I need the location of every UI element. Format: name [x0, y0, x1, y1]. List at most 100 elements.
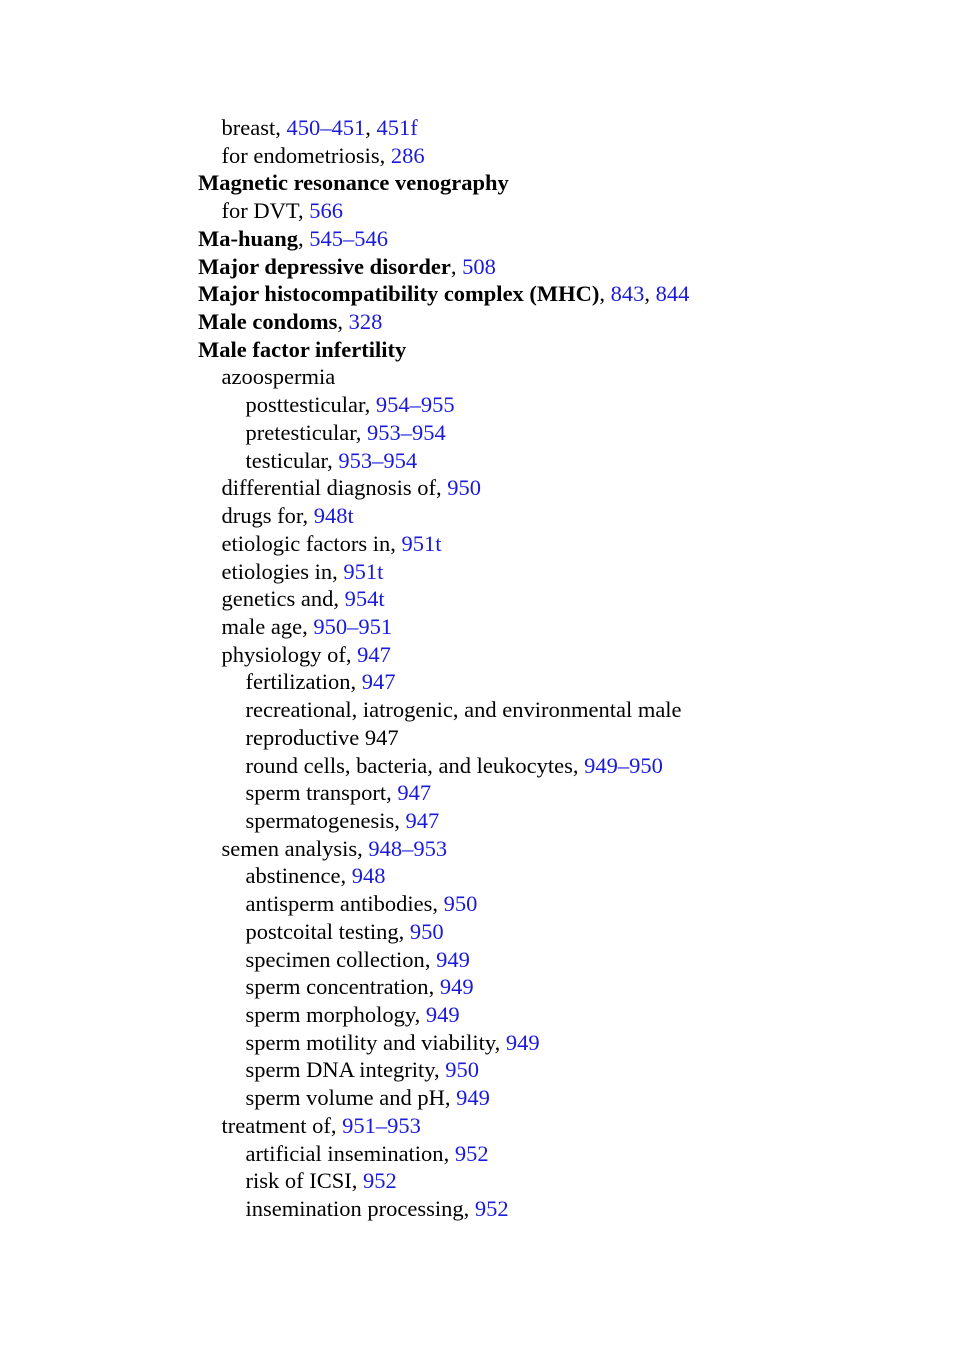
- page-reference-link[interactable]: 947: [397, 780, 432, 806]
- ref-separator: ,: [463, 1196, 475, 1222]
- index-term: sperm volume and pH: [245, 1085, 445, 1111]
- ref-separator: ,: [340, 863, 352, 889]
- ref-separator: ,: [398, 918, 410, 944]
- index-term: azoospermia: [221, 364, 336, 390]
- index-term: etiologic factors in: [221, 530, 391, 556]
- page-reference-link[interactable]: 951–953: [342, 1112, 421, 1138]
- index-subentry: specimen collection, 949: [198, 946, 918, 974]
- page-reference-link[interactable]: 450–451: [286, 115, 366, 140]
- ref-separator: ,: [599, 281, 611, 307]
- page-reference-link[interactable]: 949: [436, 946, 470, 972]
- page-reference-link[interactable]: 949–950: [584, 752, 663, 778]
- page-reference-link[interactable]: 953–954: [338, 447, 418, 473]
- index-subentry: sperm volume and pH, 949: [198, 1084, 918, 1112]
- page-reference-link[interactable]: 286: [390, 142, 425, 168]
- index-subentry: pretesticular, 953–954: [198, 419, 918, 447]
- index-subentry: sperm morphology, 949: [198, 1001, 918, 1029]
- ref-separator: ,: [275, 115, 287, 140]
- index-subentry: round cells, bacteria, and leukocytes, 9…: [198, 752, 918, 780]
- index-term: Magnetic resonance venography: [198, 170, 509, 196]
- index-subentry: breast, 450–451, 451f: [198, 114, 918, 142]
- ref-separator: ,: [428, 974, 440, 1000]
- index-term: sperm concentration: [245, 974, 429, 1000]
- index-term: breast: [221, 115, 276, 140]
- page-reference-link[interactable]: 952: [474, 1196, 509, 1222]
- index-term: genetics and: [221, 586, 334, 612]
- index-term: risk of ICSI: [245, 1168, 352, 1194]
- index-subentry: drugs for, 948t: [198, 502, 918, 530]
- ref-separator: ,: [337, 309, 349, 335]
- ref-separator: ,: [434, 1057, 446, 1083]
- page-reference-link[interactable]: 949: [425, 1002, 460, 1027]
- page-reference-link[interactable]: 950: [445, 1057, 480, 1083]
- index-term: artificial insemination: [245, 1140, 444, 1166]
- index-subentry: sperm DNA integrity, 950: [198, 1056, 918, 1084]
- ref-separator: ,: [332, 558, 344, 584]
- index-subentry: recreational, iatrogenic, and environmen…: [198, 696, 918, 724]
- page-reference-link[interactable]: 948t: [313, 503, 354, 529]
- ref-separator: ,: [364, 392, 376, 418]
- page-reference-link[interactable]: 949: [505, 1029, 540, 1055]
- index-term: antisperm antibodies: [245, 891, 433, 917]
- ref-separator: ,: [572, 752, 585, 778]
- page-reference-link[interactable]: 949: [439, 974, 474, 1000]
- page-reference-link[interactable]: 950: [409, 918, 444, 944]
- index-term: testicular: [245, 447, 328, 473]
- page-reference-link[interactable]: 954t: [344, 586, 385, 612]
- page-reference-link[interactable]: 949: [456, 1085, 490, 1111]
- page-reference-link[interactable]: 545–546: [309, 225, 389, 251]
- page-reference-link[interactable]: 947: [405, 807, 440, 833]
- index-term: pretesticular: [245, 419, 356, 445]
- index-term: round cells, bacteria, and leukocytes: [245, 752, 573, 778]
- index-term: Male condoms: [198, 309, 338, 335]
- index-term: treatment of: [221, 1112, 331, 1138]
- index-term: sperm DNA integrity: [245, 1057, 435, 1083]
- index-subentry: sperm motility and viability, 949: [198, 1029, 918, 1057]
- page-reference-link[interactable]: 948–953: [368, 835, 448, 861]
- index-term: for endometriosis: [221, 142, 380, 168]
- page-reference-link[interactable]: 950: [443, 891, 478, 917]
- index-subentry: insemination processing, 952: [198, 1195, 918, 1223]
- ref-separator: ,: [350, 669, 362, 695]
- page-reference-link[interactable]: 508: [462, 253, 496, 279]
- ref-separator: ,: [351, 1168, 363, 1194]
- index-main-entry: Magnetic resonance venography: [198, 169, 918, 197]
- index-term: differential diagnosis of: [221, 475, 437, 501]
- index-subentry: azoospermia: [198, 363, 918, 391]
- page-reference-link[interactable]: 328: [348, 309, 383, 335]
- page-reference-link[interactable]: 952: [454, 1140, 489, 1166]
- index-term: postcoital testing: [245, 918, 399, 944]
- page-reference-link[interactable]: 451f: [376, 115, 418, 140]
- index-main-entry: Male condoms, 328: [198, 308, 918, 336]
- ref-separator: ,: [302, 613, 314, 639]
- index-term: semen analysis: [221, 835, 358, 861]
- index-subentry: abstinence, 948: [198, 862, 918, 890]
- page-reference-link[interactable]: 950–951: [313, 613, 393, 639]
- page-reference-link[interactable]: 947: [357, 641, 391, 667]
- page-reference-link[interactable]: 948: [351, 863, 386, 889]
- index-subentry: genetics and, 954t: [198, 585, 918, 613]
- page-reference-link[interactable]: 844: [655, 281, 690, 307]
- index-term: drugs for: [221, 503, 303, 529]
- index-term: for DVT: [221, 198, 298, 224]
- page-reference-link[interactable]: 947: [361, 669, 396, 695]
- index-subentry: differential diagnosis of, 950: [198, 474, 918, 502]
- page-reference-link[interactable]: 951t: [401, 530, 442, 556]
- page-reference-link[interactable]: 843: [610, 281, 645, 307]
- ref-separator: ,: [443, 1140, 455, 1166]
- index-main-entry: Ma-huang, 545–546: [198, 225, 918, 253]
- page-reference-link[interactable]: 953–954: [367, 419, 446, 445]
- page-reference-link[interactable]: 951t: [343, 558, 384, 584]
- page-reference-link[interactable]: 952: [363, 1168, 397, 1194]
- ref-separator: ,: [390, 530, 402, 556]
- index-main-entry: Major depressive disorder, 508: [198, 253, 918, 281]
- ref-separator: ,: [394, 807, 406, 833]
- index-subentry: antisperm antibodies, 950: [198, 890, 918, 918]
- page-reference-link[interactable]: 566: [309, 198, 343, 224]
- ref-separator: ,: [424, 946, 437, 972]
- page-reference-link[interactable]: 954–955: [375, 392, 455, 418]
- index-term: recreational, iatrogenic, and environmen…: [245, 697, 682, 723]
- ref-separator: ,: [450, 253, 463, 279]
- page-reference-link[interactable]: 950: [447, 475, 482, 501]
- index-subentry: reproductive 947: [198, 724, 918, 752]
